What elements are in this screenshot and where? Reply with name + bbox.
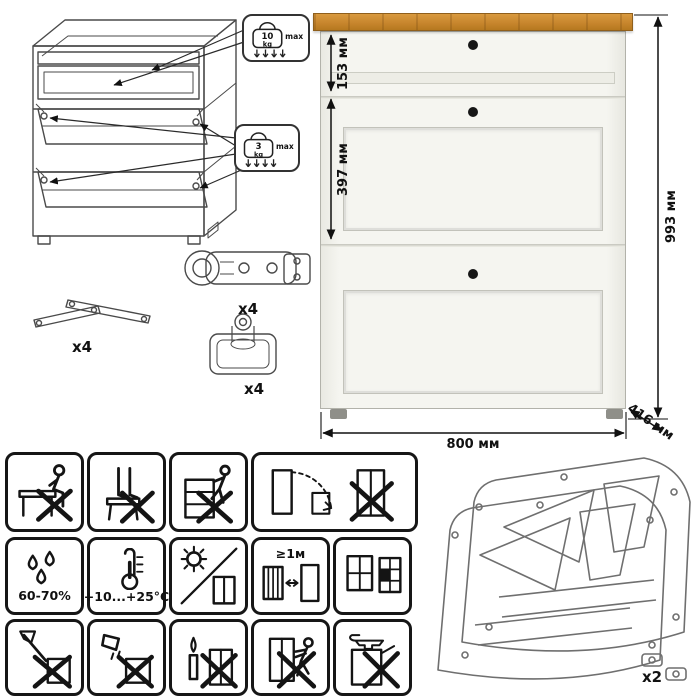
cabinet-body	[320, 31, 626, 409]
weight-unit: kg	[254, 150, 263, 158]
flap-front-2	[321, 247, 625, 410]
divider	[321, 244, 625, 247]
max-label: max	[276, 142, 294, 151]
person-icon	[218, 464, 231, 476]
hinge-count: x4	[238, 300, 259, 318]
door-icon	[271, 469, 293, 515]
pictogram-heat-source-distance: ≥1м	[251, 537, 330, 615]
dim-drawer-height: 153 мм	[336, 37, 351, 90]
dim-total-height: 993 мм	[664, 190, 679, 243]
dim-width: 800 мм	[446, 437, 500, 452]
weight-icon	[252, 28, 283, 49]
weight-unit: kg	[263, 41, 272, 49]
prohibition-cross-icon	[115, 654, 154, 689]
prohibition-cross-icon	[195, 490, 233, 524]
pictogram-no-climbing-drawers	[169, 452, 248, 532]
pictogram-no-spilling-liquids	[87, 619, 166, 696]
prohibition-cross-icon	[32, 654, 72, 689]
flap-frame-front	[437, 485, 667, 680]
water-drop-icon	[27, 554, 38, 571]
hinge-drawing	[184, 250, 311, 286]
down-arrows-icon	[253, 49, 286, 58]
pictogram-no-open-flame	[169, 619, 248, 696]
dim-depth: 416 мм	[624, 401, 677, 444]
pictogram-no-direct-sunlight	[169, 537, 248, 615]
cabinet-foot-right	[606, 409, 623, 419]
small-cabinet-icon	[310, 491, 330, 515]
anvil-icon	[348, 633, 384, 650]
flap-frame-count: x2	[642, 668, 663, 686]
sun-icon	[185, 551, 202, 567]
cabinet-icon	[299, 563, 320, 603]
legs-icon	[116, 467, 139, 500]
divider	[321, 96, 625, 99]
flap2-knob	[468, 269, 478, 279]
double-arrow-icon	[284, 579, 299, 587]
adjustable-foot-drawing	[209, 313, 277, 375]
drawer-groove	[331, 72, 615, 84]
prohibition-cross-icon	[119, 490, 155, 524]
pictogram-no-dragging-loaded	[251, 619, 330, 696]
flap-frame-back	[461, 457, 691, 652]
flap-frame-drawing	[437, 457, 691, 681]
distance-value: ≥1м	[275, 546, 306, 562]
prohibition-cross-icon	[276, 650, 316, 689]
foot-count: x4	[244, 380, 265, 398]
divider-line	[180, 547, 237, 605]
cabinet-wood-top	[313, 13, 633, 31]
temperature-value: +10...+25°С	[83, 589, 170, 605]
pictogram-humidity-range: 60-70%	[5, 537, 84, 615]
lid-stay-drawing	[33, 299, 151, 328]
pictogram-no-sitting	[5, 452, 84, 532]
humidity-value: 60-70%	[18, 588, 71, 604]
thermometer-icon	[123, 548, 136, 577]
flame-icon	[189, 636, 197, 653]
prohibition-cross-icon	[349, 481, 394, 522]
weight-handle	[250, 132, 267, 140]
pictogram-door-swing-hazard	[251, 452, 418, 532]
lid-stay-count: x4	[72, 338, 93, 356]
water-drop-icon	[44, 550, 55, 567]
weight-handle	[259, 22, 276, 30]
flap1-knob	[468, 107, 478, 117]
flap-front-1	[321, 99, 625, 244]
flap2-panel-frame	[343, 290, 603, 394]
open-door-line	[379, 644, 395, 654]
candle-icon	[188, 653, 198, 680]
weight-value: 3	[256, 141, 262, 151]
cabinet-icon	[124, 657, 151, 684]
prohibition-cross-icon	[361, 650, 400, 689]
down-arrows-icon	[245, 159, 277, 168]
max-load-flap-callout: 3 kg max	[234, 124, 300, 172]
pictogram-no-heavy-objects	[333, 619, 412, 696]
drawer-knob	[468, 40, 478, 50]
pictogram-no-impact-tools	[5, 619, 84, 696]
drawer-front	[321, 32, 625, 96]
max-load-drawer-callout: 10 kg max	[242, 14, 310, 62]
pictogram-no-standing	[87, 452, 166, 532]
water-drop-icon	[35, 568, 46, 585]
dim-flap-height: 397 мм	[336, 143, 351, 196]
prohibition-cross-icon	[35, 488, 73, 522]
max-label: max	[285, 32, 303, 41]
person-icon	[302, 636, 314, 648]
weight-icon	[243, 138, 274, 159]
pictogram-temperature-range: +10...+25°С	[83, 537, 170, 615]
cup-icon	[100, 633, 120, 651]
prohibition-cross-icon	[199, 652, 238, 689]
clip-parts	[641, 653, 687, 681]
pictogram-ventilated-room	[333, 537, 412, 615]
axe-icon	[18, 629, 36, 644]
weight-value: 10	[261, 32, 273, 42]
cabinet-foot-left	[330, 409, 347, 419]
flap1-panel-frame	[343, 127, 603, 231]
